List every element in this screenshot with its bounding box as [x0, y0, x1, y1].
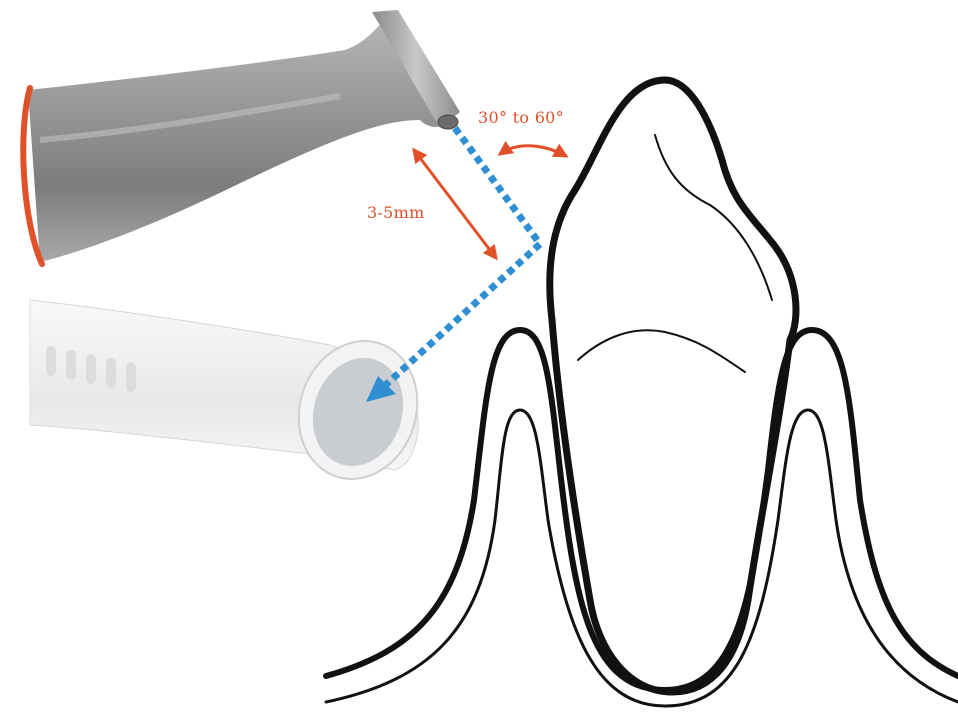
gum-inner-outline	[326, 410, 958, 706]
cej-line	[578, 330, 745, 372]
tooth-outline	[550, 80, 796, 692]
angle-arrow	[500, 146, 566, 156]
handpiece	[23, 10, 460, 264]
distance-label: 3-5mm	[367, 203, 425, 222]
gum-outer-outline	[326, 330, 958, 690]
handpiece-tip	[438, 115, 458, 129]
tooth-cross-section	[326, 80, 958, 706]
light-guide	[0, 290, 435, 494]
angle-label: 30° to 60°	[478, 108, 564, 127]
distance-arrow	[414, 150, 496, 258]
